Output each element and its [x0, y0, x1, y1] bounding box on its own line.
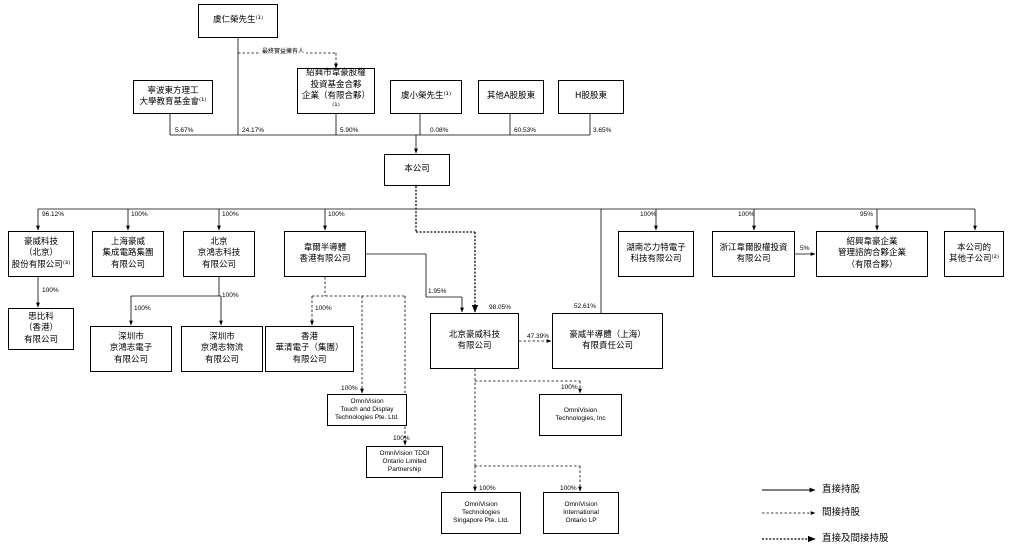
entity-shaoxing-consulting: 紹興韋豪企業 管理諮詢合夥企業 （有限合夥）: [816, 231, 928, 277]
pct-other-a: 60.53%: [514, 127, 537, 134]
entity-weier-shanghai: 豪威半導體（上海） 有限責任公司: [552, 313, 663, 369]
pct-zhejiang-weier-invest: 100%: [738, 211, 755, 218]
entity-h-shareholders: H股股東: [558, 80, 624, 114]
entity-ningbo-foundation: 寧波東方理工 大學教育基金會⁽¹⁾: [133, 80, 213, 114]
entity-beijing-omnivision: 北京豪威科技 有限公司: [430, 313, 519, 369]
pct-ov-singapore: 100%: [479, 485, 496, 492]
pct-weier-hk-to-beijing-ov: 1.95%: [428, 288, 447, 295]
pct-ov-international-ontario: 100%: [560, 485, 577, 492]
entity-sibike-hk: 思比科 （香港） 有限公司: [8, 308, 74, 350]
pct-company-to-weier-shanghai: 52.61%: [574, 303, 597, 310]
pct-yu-xiaorong: 0.08%: [430, 127, 449, 134]
entity-shaoxing-partnership: 紹興市韋豪股權 投資基金合夥 企業（有限合夥）⁽¹⁾: [297, 68, 375, 114]
pct-yu-renrong: 24.17%: [242, 127, 265, 134]
entity-hk-huaqing: 香港 華清電子（集團） 有限公司: [265, 326, 354, 372]
entity-other-a-shareholders: 其他A股股東: [478, 80, 544, 114]
pct-beijing-ov-to-weier-shanghai: 47.39%: [527, 333, 550, 340]
pct-zhejiang-to-consulting: 5%: [800, 245, 810, 252]
pct-ov-tddi-ontario: 100%: [393, 435, 410, 442]
pct-shaoxing: 5.90%: [340, 127, 359, 134]
entity-zhejiang-weier-invest: 浙江韋爾股權投資 有限公司: [712, 231, 795, 277]
entity-shenzhen-jinghongzhi-logistics: 深圳市 京鴻志物流 有限公司: [181, 326, 263, 372]
entity-yu-xiaorong: 虞小榮先生⁽¹⁾: [390, 80, 462, 114]
pct-company-to-beijing-ov: 98.05%: [489, 304, 512, 311]
pct-shenzhen-logistics: 100%: [222, 292, 239, 299]
pct-weier-hk: 100%: [328, 211, 345, 218]
entity-ov-singapore: OmniVision Technologies Singapore Pte. L…: [441, 492, 521, 534]
entity-ov-tddi-ontario: OmniVision TDDI Ontario Limited Partners…: [366, 446, 443, 478]
entity-shenzhen-jinghongzhi-elec: 深圳市 京鴻志電子 有限公司: [90, 326, 172, 372]
pct-shanghai-ic-group: 100%: [131, 211, 148, 218]
entity-other-subsidiaries: 本公司的 其他子公司⁽²⁾: [944, 231, 1004, 277]
entity-shanghai-ic-group: 上海豪威 集成電路集團 有限公司: [92, 231, 164, 277]
entity-ov-international-ontario: OmniVision International Ontario LP: [543, 492, 619, 534]
pct-ov-technologies-inc: 100%: [561, 384, 578, 391]
pct-hunan-xinli: 100%: [640, 211, 657, 218]
pct-beijing-jinghongzhi: 100%: [222, 211, 239, 218]
pct-omnivision-beijing-gufen: 96.12%: [42, 211, 65, 218]
legend-both-label: 直接及間接持股: [822, 533, 889, 544]
entity-beijing-jinghongzhi: 北京 京鴻志科技 有限公司: [183, 231, 255, 277]
pct-hk-huaqing: 100%: [315, 305, 332, 312]
note-ultimate-beneficial-owner: 最終實益擁有人: [260, 48, 307, 56]
entity-omnivision-beijing-gufen: 豪威科技 （北京） 股份有限公司⁽³⁾: [8, 231, 74, 277]
pct-ningbo: 5.67%: [175, 127, 194, 134]
entity-hunan-xinli: 湖南芯力特電子 科技有限公司: [618, 231, 694, 277]
entity-weier-hk: 韋爾半導體 香港有限公司: [284, 231, 366, 277]
pct-shaoxing-consulting: 95%: [860, 211, 874, 218]
entity-ov-technologies-inc: OmniVision Technologies, Inc: [539, 394, 622, 436]
entity-ov-touch-display: OmniVision Touch and Display Technologie…: [327, 394, 407, 426]
legend-direct-label: 直接持股: [822, 484, 861, 495]
pct-h: 3.65%: [593, 127, 612, 134]
pct-ov-touch-display: 100%: [341, 385, 358, 392]
legend-indirect-label: 間接持股: [822, 507, 861, 518]
entity-yu-renrong: 虞仁榮先生⁽¹⁾: [198, 4, 278, 38]
pct-shenzhen-elec: 100%: [134, 305, 151, 312]
pct-sibike-hk: 100%: [42, 287, 59, 294]
entity-company: 本公司: [384, 154, 450, 186]
